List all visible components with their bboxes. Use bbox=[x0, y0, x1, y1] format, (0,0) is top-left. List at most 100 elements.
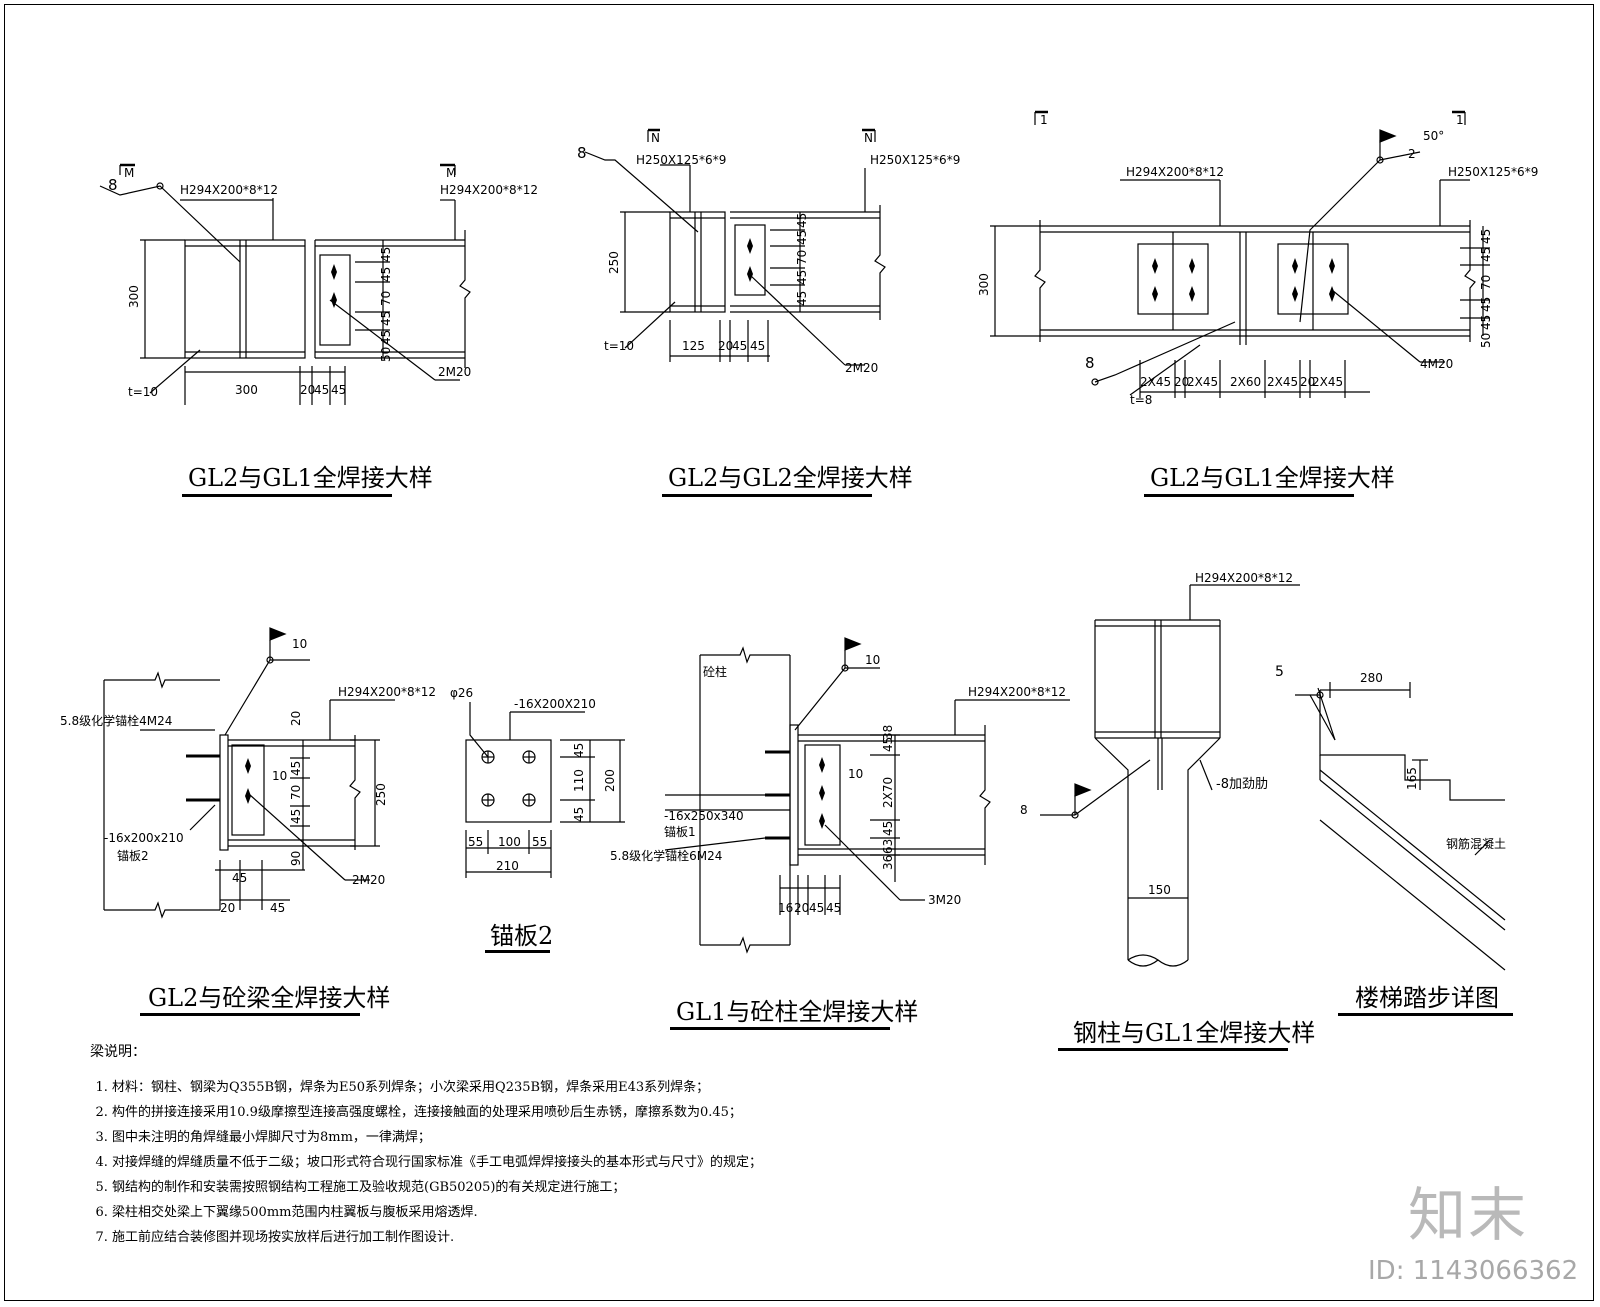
d6-dim-b3: 45 bbox=[809, 901, 824, 915]
d1-h-right: H294X200*8*12 bbox=[440, 183, 538, 197]
note-item: 材料：钢柱、钢梁为Q355B钢，焊条为E50系列焊条；小次梁采用Q235B钢，焊… bbox=[112, 1075, 910, 1100]
watermark-logo: 知末 bbox=[1408, 1181, 1529, 1249]
d6-dim-v2: 38 bbox=[881, 725, 895, 740]
detail-4-drawing bbox=[103, 627, 395, 919]
d1-dim-b1: 20 bbox=[300, 383, 315, 397]
d4-dim-v1: 45 bbox=[289, 761, 303, 776]
d3-dim-v5: 45 bbox=[1479, 315, 1493, 330]
detail-1-drawing bbox=[99, 163, 471, 405]
d3-bolt: 4M20 bbox=[1420, 357, 1453, 371]
d8-weld-size: 5 bbox=[1275, 664, 1284, 680]
d7-weld-size: 8 bbox=[1020, 803, 1028, 817]
title-detail-4: GL2与砼梁全焊接大样 bbox=[148, 984, 391, 1012]
detail-2-drawing bbox=[584, 128, 886, 366]
title-detail-5: 锚板2 bbox=[490, 922, 554, 950]
d5-dim-b2: 100 bbox=[498, 835, 521, 849]
d4-dim-b20: 20 bbox=[220, 901, 235, 915]
d2-dim-v1: 45 bbox=[795, 213, 809, 228]
d5-dim-v1: 45 bbox=[572, 743, 586, 758]
d4-anchor: 5.8级化学锚栓4M24 bbox=[60, 713, 172, 728]
d1-dim-v2: 45 bbox=[379, 267, 393, 282]
d3-dim-b3: 2X45 bbox=[1187, 375, 1218, 389]
detail-6-drawing bbox=[664, 637, 1070, 954]
d1-section-right: M bbox=[446, 166, 456, 180]
d7-rib: -8加劲肋 bbox=[1216, 777, 1268, 792]
d4-dim-10: 10 bbox=[272, 769, 287, 783]
d2-h-right: H250X125*6*9 bbox=[870, 153, 960, 167]
note-item: 施工前应结合装修图并现场按实放样后进行加工制作图设计. bbox=[112, 1225, 910, 1250]
d2-h-left: H250X125*6*9 bbox=[636, 153, 726, 167]
d1-dim-b2: 45 bbox=[314, 383, 329, 397]
d5-dim-200: 200 bbox=[603, 769, 617, 792]
d2-section-right: N bbox=[864, 131, 873, 145]
detail-5-drawing bbox=[465, 702, 625, 878]
d4-dim-90: 90 bbox=[289, 851, 303, 866]
note-item: 图中未注明的角焊缝最小焊脚尺寸为8mm，一律满焊； bbox=[112, 1125, 910, 1150]
title-underline bbox=[182, 494, 392, 497]
d3-dim-v6: 50 bbox=[1479, 333, 1493, 348]
d5-plate: -16X200X210 bbox=[514, 697, 596, 711]
d6-dim-10: 10 bbox=[848, 767, 863, 781]
d4-plate: -16x200x210 bbox=[104, 831, 184, 845]
d3-angle: 50° bbox=[1423, 129, 1444, 143]
d3-dim-b5: 2X45 bbox=[1267, 375, 1298, 389]
drawing-frame bbox=[4, 4, 1594, 1301]
d6-dim-b1: 16 bbox=[778, 901, 793, 915]
d2-dim-b1: 20 bbox=[718, 339, 733, 353]
d7-dim-150: 150 bbox=[1148, 883, 1171, 897]
d2-thickness: t=10 bbox=[604, 339, 634, 353]
title-underline bbox=[1338, 1013, 1513, 1016]
d3-weld-size: 8 bbox=[1085, 354, 1095, 372]
d4-dim-250: 250 bbox=[374, 783, 388, 806]
d2-dim-b3: 45 bbox=[750, 339, 765, 353]
d1-dim-v3: 70 bbox=[379, 291, 393, 306]
d1-dim-v6: 50 bbox=[379, 347, 393, 362]
d2-dim-v3: 70 bbox=[795, 250, 809, 265]
d6-anchor: 5.8级化学锚栓6M24 bbox=[610, 848, 722, 863]
d1-bolt: 2M20 bbox=[438, 365, 471, 379]
title-underline bbox=[662, 494, 872, 497]
d3-weld-2: 2 bbox=[1408, 147, 1416, 161]
d6-dim-v1: 45 bbox=[881, 737, 895, 752]
d4-plate-name: 锚板2 bbox=[117, 848, 149, 863]
title-underline bbox=[670, 1027, 890, 1030]
d3-section-right: 1 bbox=[1456, 113, 1464, 127]
d1-h-left: H294X200*8*12 bbox=[180, 183, 278, 197]
d4-dim-b45b: 45 bbox=[270, 901, 285, 915]
d5-dim-v3: 45 bbox=[572, 807, 586, 822]
detail-3-drawing bbox=[990, 110, 1490, 398]
d1-thickness: t=10 bbox=[128, 385, 158, 399]
title-detail-7: 钢柱与GL1全焊接大样 bbox=[1073, 1019, 1316, 1047]
note-item: 梁柱相交处梁上下翼缘500mm范围内柱翼板与腹板采用熔透焊. bbox=[112, 1200, 910, 1225]
d3-dim-v2: 45 bbox=[1479, 247, 1493, 262]
d4-dim-20: 20 bbox=[289, 711, 303, 726]
d5-dim-210: 210 bbox=[496, 859, 519, 873]
d3-dim-b7: 2X45 bbox=[1312, 375, 1343, 389]
d1-dim-300-v: 300 bbox=[127, 285, 141, 308]
d6-dim-v3: 2X70 bbox=[881, 777, 895, 808]
d2-dim-250: 250 bbox=[607, 251, 621, 274]
d1-dim-b3: 45 bbox=[331, 383, 346, 397]
d4-dim-v2: 70 bbox=[289, 785, 303, 800]
d6-weld-size: 10 bbox=[865, 653, 880, 667]
d2-dim-b0: 125 bbox=[682, 339, 705, 353]
title-underline bbox=[1144, 494, 1354, 497]
d4-weld-size: 10 bbox=[292, 637, 307, 651]
d3-dim-v4: 45 bbox=[1479, 297, 1493, 312]
d1-dim-v5: 45 bbox=[379, 330, 393, 345]
d8-material: 钢筋混凝土 bbox=[1446, 836, 1506, 851]
d1-dim-v1: 45 bbox=[379, 247, 393, 262]
d3-dim-v3: 70 bbox=[1479, 275, 1493, 290]
d4-dim-v3: 45 bbox=[289, 809, 303, 824]
d4-bolt: 2M20 bbox=[352, 873, 385, 887]
d6-dim-b2: 20 bbox=[794, 901, 809, 915]
d3-section-left: 1 bbox=[1040, 113, 1048, 127]
d2-dim-v5: 45 bbox=[795, 291, 809, 306]
d3-dim-300: 300 bbox=[977, 273, 991, 296]
watermark-id: ID: 1143066362 bbox=[1368, 1256, 1579, 1286]
d5-hole: φ26 bbox=[450, 686, 473, 700]
title-detail-1: GL2与GL1全焊接大样 bbox=[188, 464, 433, 492]
d6-plate-name: 锚板1 bbox=[664, 824, 696, 839]
d3-dim-v1: 45 bbox=[1479, 229, 1493, 244]
